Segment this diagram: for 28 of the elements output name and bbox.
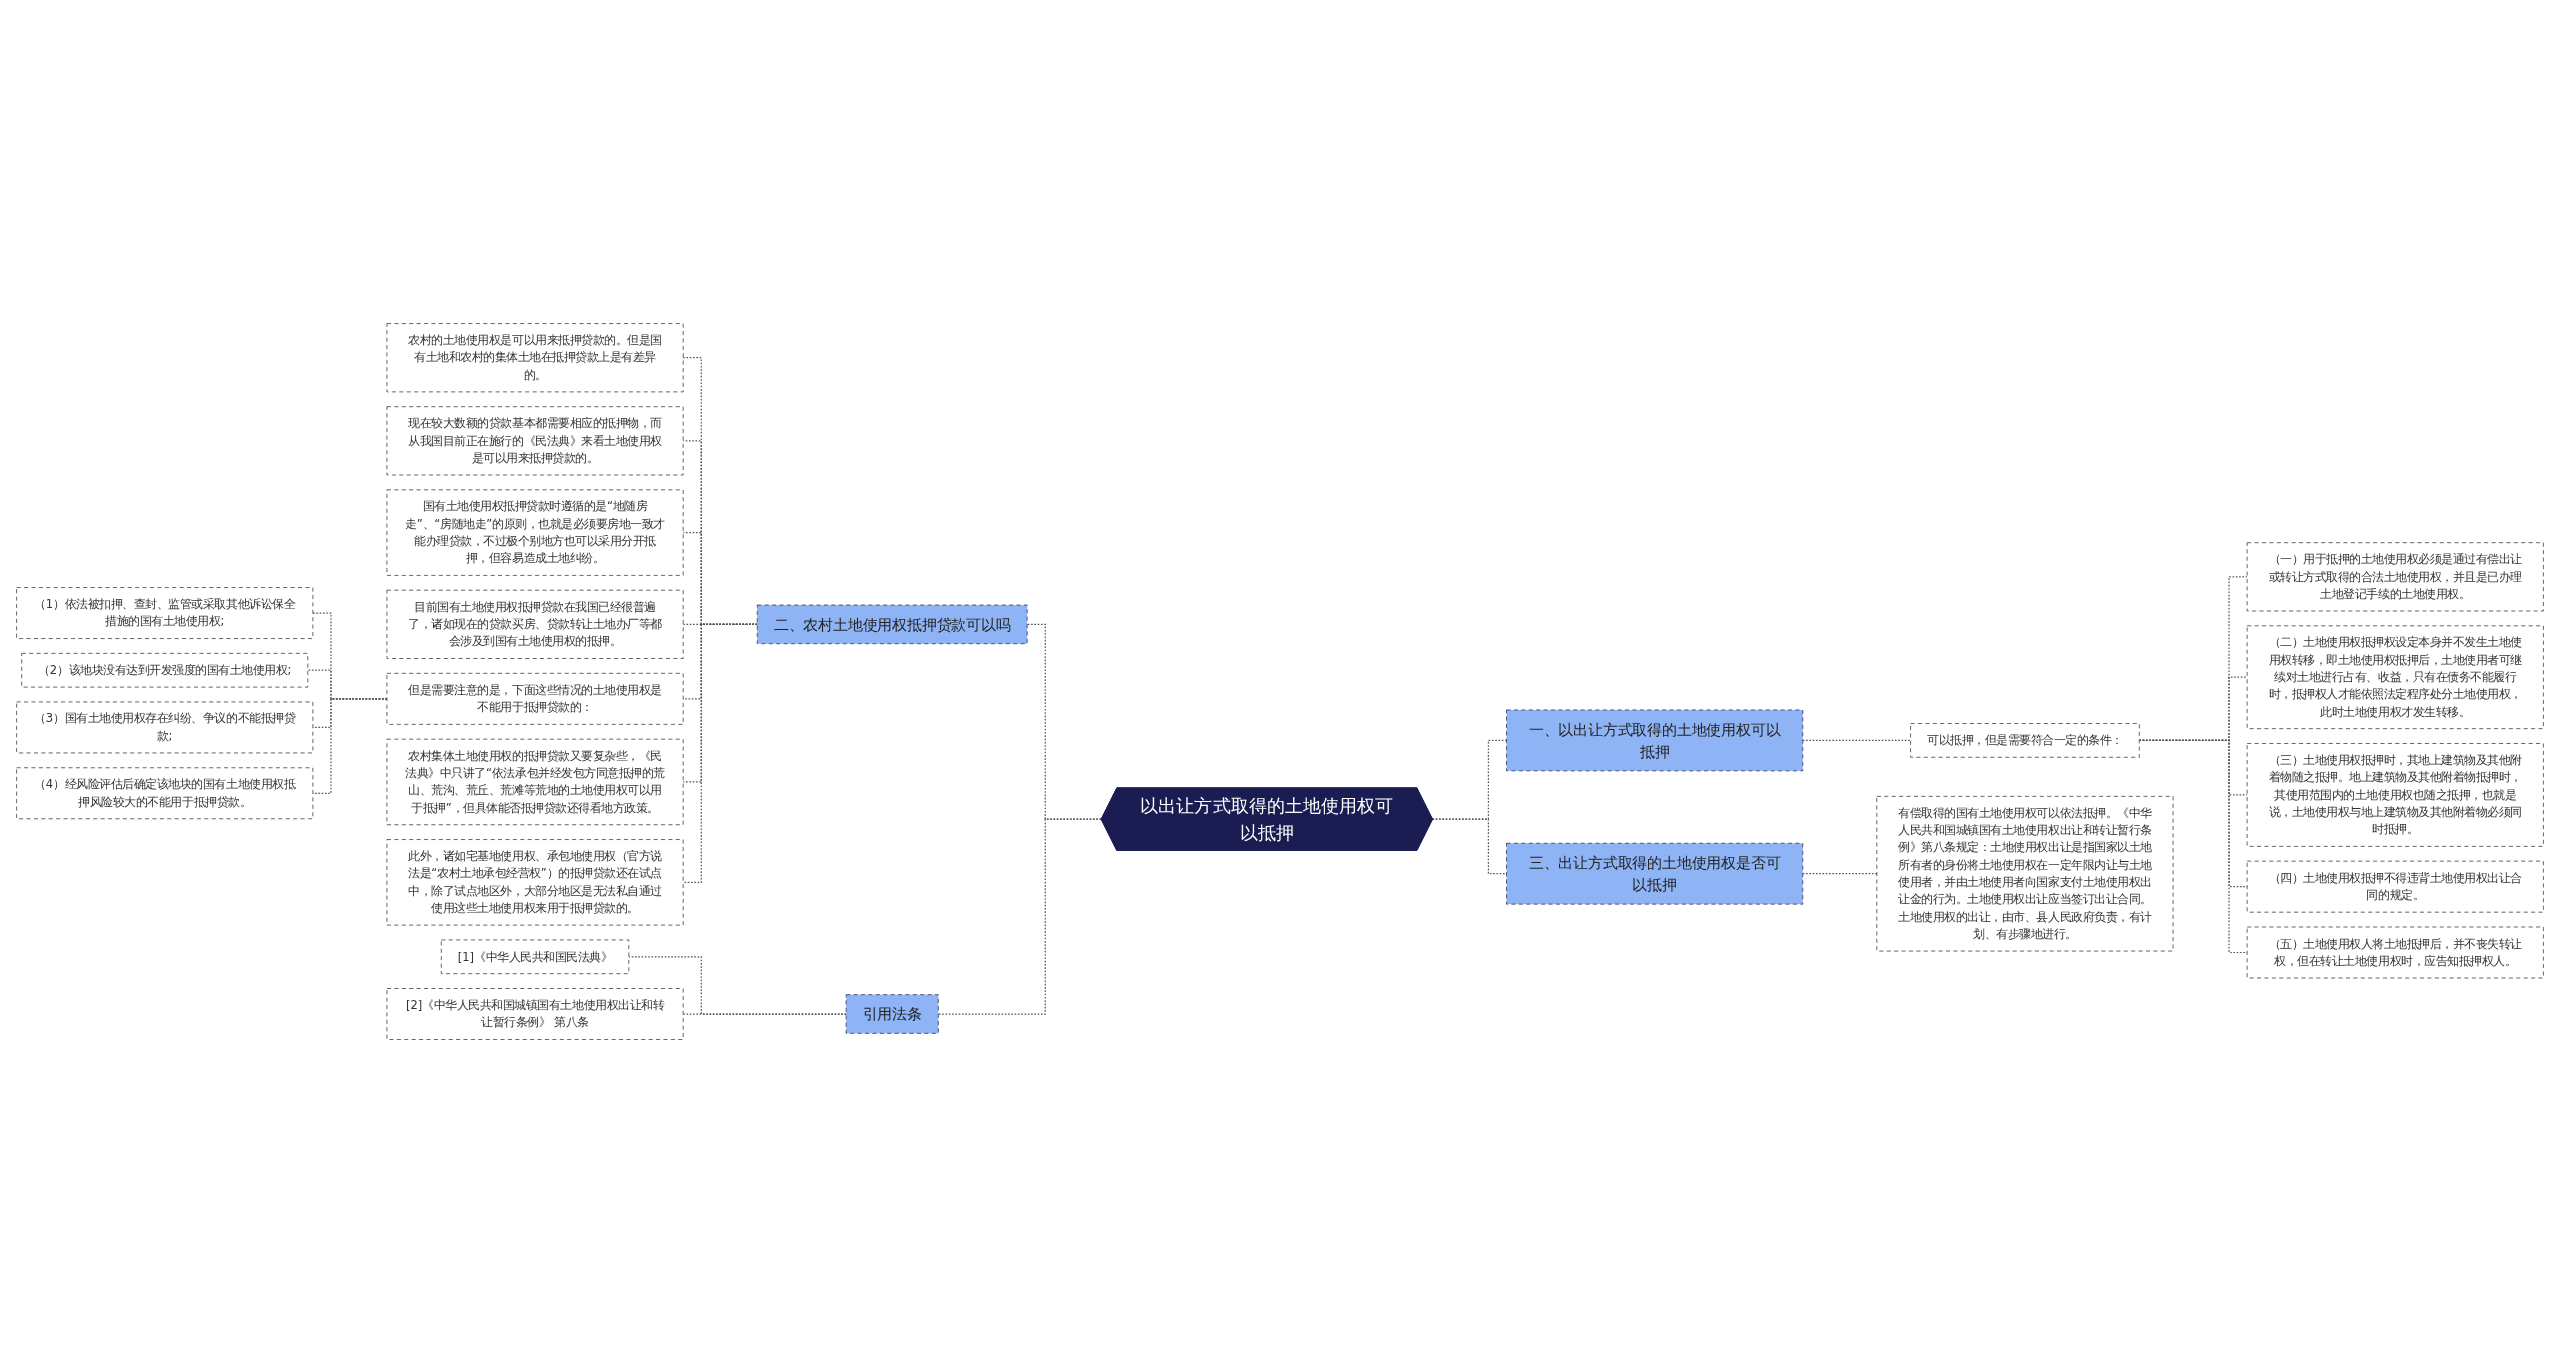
node-box: [2]《中华人民共和国城镇国有土地使用权出让和转让暂行条例》 第八条 xyxy=(386,988,684,1040)
node-box: （4）经风险评估后确定该地块的国有土地使用权抵押风险较大的不能用于抵押贷款。 xyxy=(16,767,314,820)
node-box: 可以抵押，但是需要符合一定的条件： xyxy=(1910,723,2140,758)
node-box: 农村的土地使用权是可以用来抵押贷款的。但是国有土地和农村的集体土地在抵押贷款上是有差异的。 xyxy=(386,323,684,393)
node-box: 农村集体土地使用权的抵押贷款又要复杂些，《民法典》中只讲了“依法承包并经发包方同意抵押的荒山、荒沟、荒丘、荒滩等荒地的土地使用权可以用于抵押”，但具体能否抵押贷款还得看地方政策。 xyxy=(386,738,684,826)
connector xyxy=(628,956,847,1015)
node-box: 此外，诸如宅基地使用权、承包地使用权（官方说法是“农村土地承包经营权”）的抵押贷款还在试点中，除了试点地区外，大部分地区是无法私自通过使用这些土地使用权来用于抵押贷款的。 xyxy=(386,839,684,926)
node-box: 二、农村土地使用权抵押贷款可以吗 xyxy=(756,604,1028,645)
connector xyxy=(937,818,1102,1015)
node-box: 目前国有土地使用权抵押贷款在我国已经很普遍了，诸如现在的贷款买房、贷款转让土地办厂等都会涉及到国有土地使用权的抵押。 xyxy=(386,589,684,659)
connector xyxy=(682,623,758,883)
node-box: 三、出让方式取得的土地使用权是否可以抵押 xyxy=(1506,842,1804,905)
node-box: （3）国有土地使用权存在纠纷、争议的不能抵押贷款; xyxy=(16,701,314,754)
node-box: 但是需要注意的是，下面这些情况的土地使用权是不能用于抵押贷款的： xyxy=(386,672,684,725)
node-box: 现在较大数额的贷款基本都需要相应的抵押物，而从我国目前正在施行的《民法典》来看土地使用权是可以用来抵押贷款的。 xyxy=(386,406,684,476)
node-box: 有偿取得的国有土地使用权可以依法抵押。《中华人民共和国城镇国有土地使用权出让和转让暂行条例》第八条规定：土地使用权出让是指国家以土地所有者的身份将土地使用权在一定年限内让与土地使用者，并由土地使用者向国家支付土地使用权出让金的行为。土地使用权出让应当签订出让合同。土地使用权的出让，由市、县人民政府负责，有计划、有步骤地进行。 xyxy=(1876,795,2174,952)
node-box: 一、以出让方式取得的土地使用权可以抵押 xyxy=(1506,709,1804,772)
node-box: （1）依法被扣押、查封、监管或采取其他诉讼保全措施的国有土地使用权; xyxy=(16,587,314,639)
node-box: 国有土地使用权抵押贷款时遵循的是“地随房走”、“房随地走”的原则，也就是必须要房地一致才能办理贷款，不过极个别地方也可以采用分开抵押，但容易造成土地纠纷。 xyxy=(386,489,684,576)
node-box: （五）土地使用权人将土地抵押后，并不丧失转让权，但在转让土地使用权时，应告知抵押权人。 xyxy=(2246,926,2544,979)
node-box: （二）土地使用权抵押权设定本身并不发生土地使用权转移，即土地使用权抵押后，土地使用者可继续对土地进行占有、收益，只有在债务不能履行时，抵押权人才能依照法定程序处分土地使用权，此时土地使用权才发生转移。 xyxy=(2246,625,2544,729)
node-box: 引用法条 xyxy=(845,994,939,1034)
node-box: [1]《中华人民共和国民法典》 xyxy=(440,939,630,975)
connector xyxy=(1802,739,1912,741)
node-box: （四）土地使用权抵押不得违背土地使用权出让合同的规定。 xyxy=(2246,860,2544,913)
node-box: （三）土地使用权抵押时，其地上建筑物及其他附着物随之抵押。地上建筑物及其他附着物抵押时，其使用范围内的土地使用权也随之抵押，也就是说，土地使用权与地上建筑物及其他附着物必须同时抵押。 xyxy=(2246,743,2544,847)
node-box: （2）该地块没有达到开发强度的国有土地使用权; xyxy=(21,652,309,688)
node-box: （一）用于抵押的土地使用权必须是通过有偿出让或转让方式取得的合法土地使用权，并且是已办理土地登记手续的土地使用权。 xyxy=(2246,542,2544,612)
